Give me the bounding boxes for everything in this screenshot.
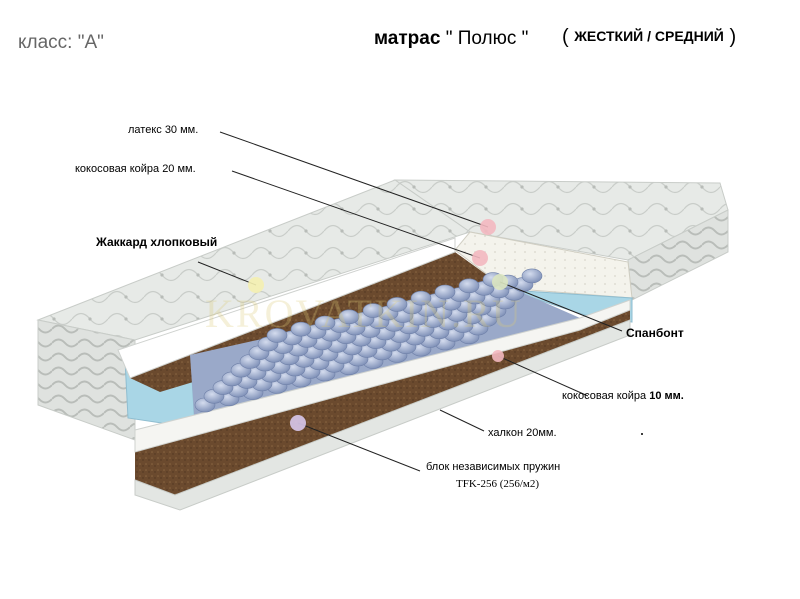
marker-springs <box>290 415 306 431</box>
spring-coil <box>314 315 336 331</box>
marker-coir-bottom <box>492 350 504 362</box>
spring-coil <box>458 278 480 294</box>
mattress-title: матрас " Полюс " <box>374 28 528 50</box>
mattress-bottom-edge <box>134 319 631 511</box>
leader-coir-top <box>231 170 481 259</box>
label-latex: латекс 30 мм. <box>128 124 199 136</box>
title-name: " Полюс " <box>445 28 529 49</box>
leader-spunbond <box>499 281 623 332</box>
marker-spunbond <box>492 274 508 290</box>
leader-jacquard <box>197 261 257 286</box>
label-coir-bottom: кокосовая койра 10 мм. <box>562 390 684 402</box>
spring-coil <box>338 309 360 325</box>
paren-close: ) <box>729 26 737 48</box>
spring-coil <box>410 290 432 306</box>
hardness-label: ( ЖЕСТКИЙ / СРЕДНИЙ ) <box>562 26 736 49</box>
spring-coil <box>290 321 312 337</box>
marker-coir-top <box>472 250 488 266</box>
spring-coil <box>386 297 408 312</box>
spring-coil <box>362 303 384 318</box>
label-springs-line2: TFK-256 (256/м2) <box>456 478 540 490</box>
title-prefix: матрас <box>374 28 441 49</box>
paren-open: ( <box>562 26 569 48</box>
stray-dot <box>641 433 643 435</box>
mattress-side-left <box>37 319 136 441</box>
cover-layer-bottom <box>134 299 631 453</box>
label-coir-bottom-text: кокосовая койра <box>562 390 647 402</box>
marker-jacquard <box>248 277 264 293</box>
leader-coir-bottom <box>497 355 589 397</box>
label-jacquard: Жаккард хлопковый <box>96 235 218 249</box>
springs-grid <box>194 268 543 413</box>
label-halcon: халкон 20мм. <box>488 427 557 439</box>
cover-layer-top <box>117 237 456 379</box>
leader-halcon <box>439 409 485 432</box>
hardness-text: ЖЕСТКИЙ / СРЕДНИЙ <box>574 28 724 44</box>
leader-latex <box>219 131 489 228</box>
spring-coil <box>266 328 288 343</box>
label-coir-bottom-value: 10 мм. <box>649 390 684 402</box>
leader-springs <box>297 422 421 472</box>
spring-coil <box>521 268 543 284</box>
coir-bottom-strip <box>135 305 630 495</box>
label-coir-top: кокосовая койра 20 мм. <box>75 163 196 175</box>
marker-latex <box>480 219 496 235</box>
label-spunbond: Спанбонт <box>626 326 684 340</box>
class-label: класс: "А" <box>18 32 104 53</box>
spring-coil <box>434 284 456 300</box>
label-springs-line1: блок независимых пружин <box>426 461 561 473</box>
watermark: KROVATKIN.RU <box>205 291 523 336</box>
